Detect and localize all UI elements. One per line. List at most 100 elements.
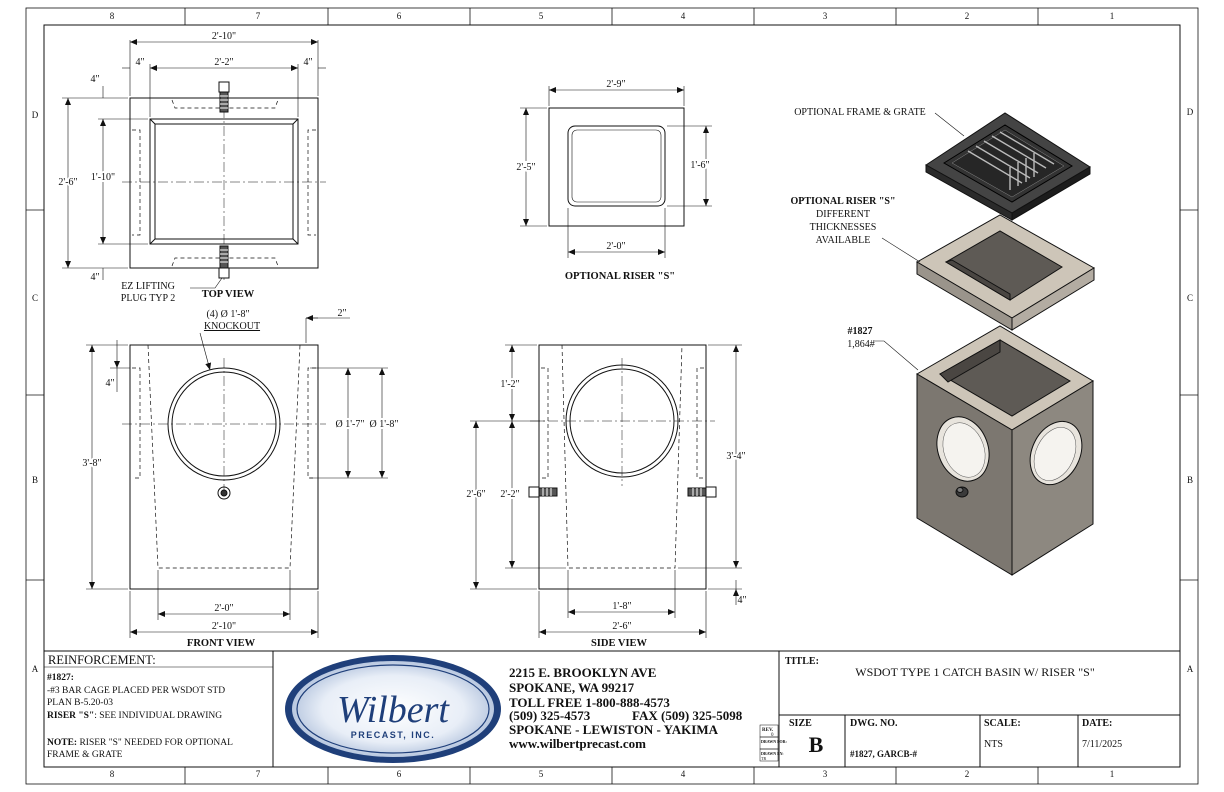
phone: (509) 325-4573 bbox=[509, 708, 591, 723]
dim-front-wall-left: 4" bbox=[105, 378, 114, 389]
zone-col-2-bottom: 2 bbox=[965, 769, 970, 779]
dim-side-right: 3'-4" bbox=[726, 451, 745, 462]
note-line1: RISER "S" NEEDED FOR OPTIONAL bbox=[77, 738, 233, 748]
zone-labels: 8 7 6 5 4 3 2 1 8 7 6 5 4 3 2 1 D C B A … bbox=[32, 11, 1194, 779]
reinforcement-block: REINFORCEMENT: #1827: -#3 BAR CAGE PLACE… bbox=[47, 653, 233, 760]
scale-label: SCALE: bbox=[984, 718, 1021, 729]
dim-top-inner-height: 1'-10" bbox=[91, 172, 115, 183]
knockout-callout-1: (4) Ø 1'-8" bbox=[206, 309, 249, 320]
zone-col-6: 6 bbox=[397, 11, 402, 21]
address-line2: SPOKANE, WA 99217 bbox=[509, 680, 635, 695]
title-block-lines bbox=[44, 650, 1180, 767]
drawn-by-label: DRAWN BY: bbox=[761, 751, 784, 756]
dim-knockout-inner: Ø 1'-7" bbox=[336, 419, 365, 430]
dim-top-bottom-wall: 4" bbox=[90, 272, 99, 283]
dim-side-bottom: 4" bbox=[737, 595, 746, 606]
iso-frame-grate bbox=[925, 112, 1091, 221]
zone-row-d-right: D bbox=[1187, 107, 1194, 117]
toll-free: TOLL FREE 1-800-888-4573 bbox=[509, 695, 670, 710]
address-line1: 2215 E. BROOKLYN AVE bbox=[509, 665, 656, 680]
website: www.wilbertprecast.com bbox=[509, 736, 646, 751]
iso-view bbox=[874, 112, 1095, 576]
side-view bbox=[470, 344, 742, 638]
zone-col-4-bottom: 4 bbox=[681, 769, 686, 779]
iso-basin bbox=[916, 325, 1094, 576]
top-view-title: TOP VIEW bbox=[202, 289, 255, 300]
zone-row-b-right: B bbox=[1187, 475, 1193, 485]
zone-col-7-bottom: 7 bbox=[256, 769, 261, 779]
front-view-outline bbox=[129, 344, 319, 590]
dim-riser-outer-width: 2'-9" bbox=[606, 79, 625, 90]
riser-plan-labels: 2'-9" 2'-5" 1'-6" 2'-0" OPTIONAL RISER "… bbox=[514, 79, 711, 282]
riser-view-title: OPTIONAL RISER "S" bbox=[565, 271, 675, 282]
riser-note-text: : SEE INDIVIDUAL DRAWING bbox=[94, 711, 222, 721]
dwg-value: #1827, GARCB-# bbox=[850, 749, 917, 759]
zone-col-5: 5 bbox=[539, 11, 544, 21]
side-view-labels: 1'-2" 2'-6" 2'-2" 3'-4" 4" 1'-8" 2'-6" S… bbox=[464, 377, 747, 649]
revision-boxes: REV. 0 DRAWN FOR: DRAWN BY: TR bbox=[761, 728, 787, 761]
zone-row-c: C bbox=[32, 293, 38, 303]
label-frame-grate: OPTIONAL FRAME & GRATE bbox=[794, 107, 926, 118]
dim-front-overall-width: 2'-10" bbox=[212, 621, 236, 632]
dim-side-left-outer: 2'-6" bbox=[466, 489, 485, 500]
rev-value: 0 bbox=[771, 733, 774, 738]
logo-wordmark: Wilbert bbox=[337, 689, 450, 731]
zone-col-1-bottom: 1 bbox=[1110, 769, 1115, 779]
label-riser-line2: DIFFERENT bbox=[816, 209, 870, 220]
knockout-inner bbox=[171, 371, 277, 477]
lifting-plug-top bbox=[218, 81, 230, 113]
zone-col-1: 1 bbox=[1110, 11, 1115, 21]
front-view bbox=[86, 315, 388, 638]
title-label: TITLE: bbox=[785, 656, 819, 667]
label-part-number: #1827 bbox=[848, 326, 873, 337]
label-riser-line3: THICKNESSES bbox=[810, 222, 877, 233]
dim-side-base-width: 1'-8" bbox=[612, 601, 631, 612]
dim-riser-outer-height: 2'-5" bbox=[516, 162, 535, 173]
zone-col-3: 3 bbox=[823, 11, 828, 21]
note-label: NOTE: bbox=[47, 738, 77, 748]
side-view-title: SIDE VIEW bbox=[591, 638, 648, 649]
zone-col-8-bottom: 8 bbox=[110, 769, 115, 779]
zone-ticks bbox=[26, 8, 1198, 784]
iso-lifting-plug bbox=[955, 486, 969, 498]
reinforcement-line2: PLAN B-5.20-03 bbox=[47, 698, 113, 708]
zone-col-7: 7 bbox=[256, 11, 261, 21]
dim-side-overall-width: 2'-6" bbox=[612, 621, 631, 632]
lifting-plug-front bbox=[217, 486, 231, 500]
zone-col-6-bottom: 6 bbox=[397, 769, 402, 779]
dim-front-wall-top: 2" bbox=[337, 308, 346, 319]
label-riser-line4: AVAILABLE bbox=[816, 235, 871, 246]
drawing-title: WSDOT TYPE 1 CATCH BASIN W/ RISER "S" bbox=[855, 665, 1095, 679]
zone-col-4: 4 bbox=[681, 11, 686, 21]
front-view-labels: (4) Ø 1'-8" KNOCKOUT 2" 4" 3'-8" Ø 1'-7"… bbox=[80, 308, 400, 649]
rev-label: REV. bbox=[762, 728, 774, 733]
dim-riser-inner-height: 1'-6" bbox=[690, 160, 709, 171]
note-ez-lifting-2: PLUG TYP 2 bbox=[121, 293, 175, 304]
scale-value: NTS bbox=[984, 739, 1003, 750]
zone-row-a: A bbox=[32, 664, 39, 674]
riser-outer bbox=[548, 107, 685, 227]
lifting-plug-side-right bbox=[687, 486, 717, 498]
top-view-labels: 2'-10" 2'-2" 4" 4" 4" 4" 2'-6" 1'-10" EZ… bbox=[56, 31, 312, 304]
drawn-for-label: DRAWN FOR: bbox=[761, 739, 787, 744]
dim-top-left-wall: 4" bbox=[135, 57, 144, 68]
zone-row-c-right: C bbox=[1187, 293, 1193, 303]
side-view-outline bbox=[538, 344, 707, 590]
dim-side-left-inner: 2'-2" bbox=[500, 489, 519, 500]
dim-front-height: 3'-8" bbox=[82, 458, 101, 469]
iso-riser bbox=[916, 214, 1095, 331]
zone-col-3-bottom: 3 bbox=[823, 769, 828, 779]
company-address: 2215 E. BROOKLYN AVE SPOKANE, WA 99217 T… bbox=[509, 665, 743, 751]
size-label: SIZE bbox=[789, 718, 812, 729]
iso-labels: OPTIONAL FRAME & GRATE OPTIONAL RISER "S… bbox=[790, 107, 925, 350]
dim-top-right-wall: 4" bbox=[303, 57, 312, 68]
zone-col-8: 8 bbox=[110, 11, 115, 21]
front-view-title: FRONT VIEW bbox=[187, 638, 256, 649]
drawn-by-value: TR bbox=[761, 756, 766, 761]
reinforcement-line1: -#3 BAR CAGE PLACED PER WSDOT STD bbox=[47, 686, 225, 696]
reinforcement-header: REINFORCEMENT: bbox=[48, 653, 156, 667]
dim-top-top-wall: 4" bbox=[90, 74, 99, 85]
label-riser-title: OPTIONAL RISER "S" bbox=[790, 196, 895, 207]
zone-row-d: D bbox=[32, 110, 39, 120]
